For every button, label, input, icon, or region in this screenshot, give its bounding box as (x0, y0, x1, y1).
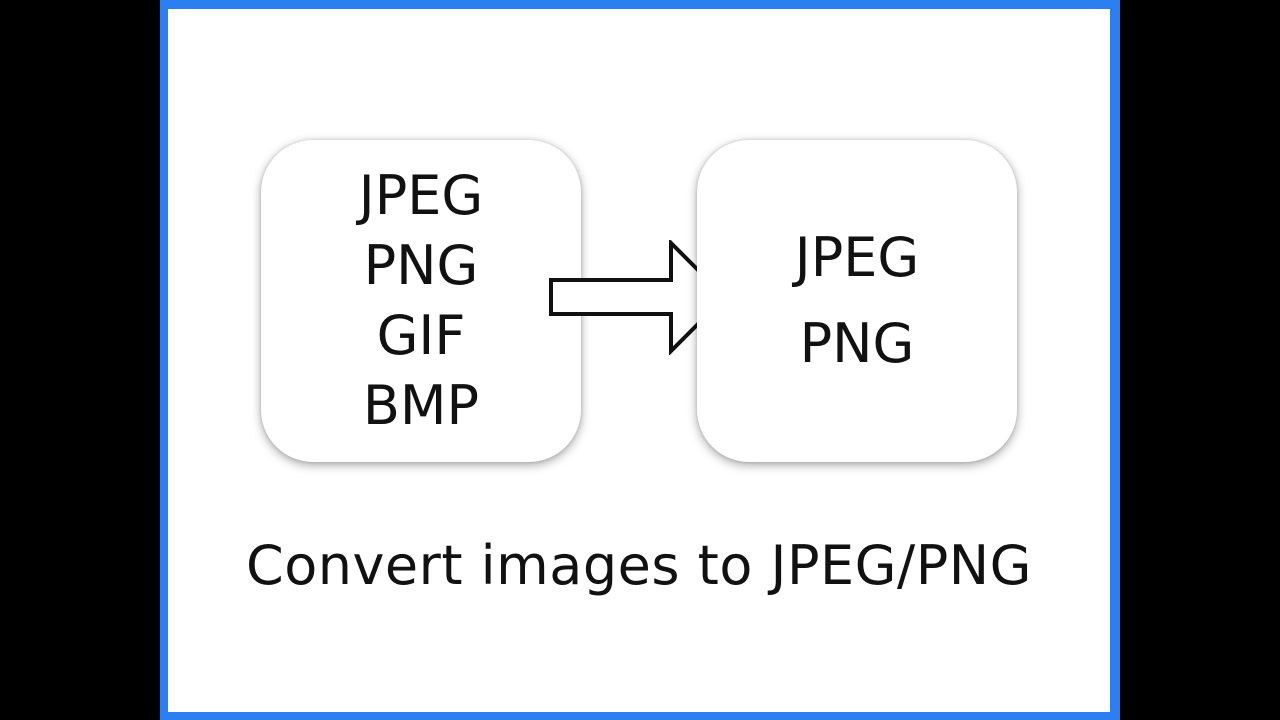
target-formats-card: JPEG PNG (697, 140, 1017, 462)
caption-text: Convert images to JPEG/PNG (245, 534, 1032, 597)
source-format-jpeg: JPEG (358, 164, 484, 227)
source-format-gif: GIF (376, 304, 466, 367)
slide-frame: JPEG PNG GIF BMP JPEG PNG Convert images… (160, 0, 1120, 720)
slide-panel: JPEG PNG GIF BMP JPEG PNG Convert images… (168, 9, 1110, 712)
source-format-png: PNG (363, 234, 479, 297)
target-format-jpeg: JPEG (794, 226, 920, 289)
source-formats-card: JPEG PNG GIF BMP (261, 140, 581, 462)
source-format-bmp: BMP (362, 374, 480, 437)
target-format-png: PNG (799, 312, 915, 375)
